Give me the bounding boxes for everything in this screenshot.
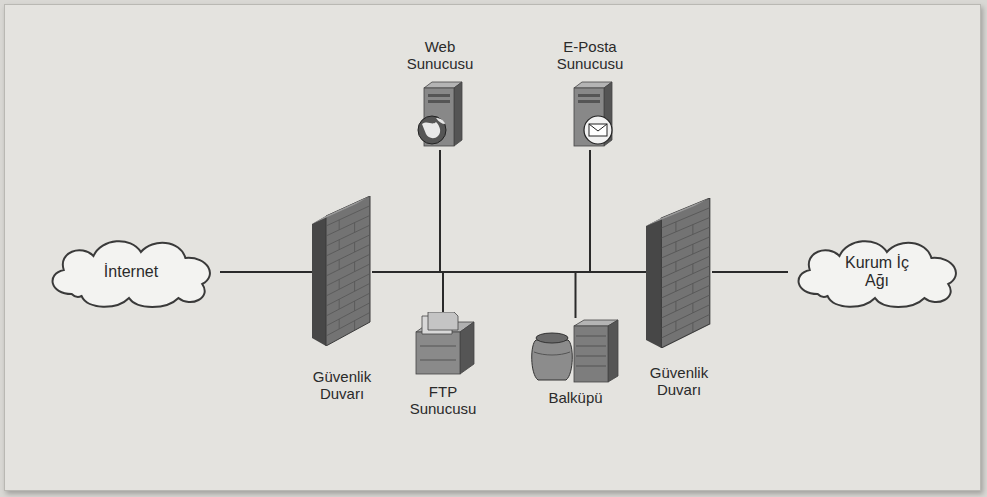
network-label: Kurum İç Ağı bbox=[841, 254, 913, 291]
network-link bbox=[372, 272, 443, 312]
wall-shape bbox=[646, 198, 712, 348]
honeypot-icon: Balküpü bbox=[528, 318, 623, 383]
server-icon: FTP Sunucusu bbox=[408, 312, 478, 377]
honey-shape bbox=[528, 318, 623, 383]
ftp-shape bbox=[408, 312, 478, 377]
node-label: E-Posta Sunucusu bbox=[544, 38, 636, 73]
network-label: İnternet bbox=[95, 263, 167, 281]
node-label: Web Sunucusu bbox=[394, 38, 486, 73]
network-link bbox=[372, 150, 440, 272]
node-label: Güvenlik Duvarı bbox=[633, 364, 725, 399]
cloud-network: İnternet bbox=[42, 232, 220, 312]
web-shape bbox=[414, 80, 466, 150]
network-link bbox=[712, 272, 788, 273]
network-link bbox=[372, 150, 590, 272]
network-link bbox=[220, 272, 312, 273]
server-icon: Web Sunucusu bbox=[414, 80, 466, 150]
wall-shape bbox=[312, 196, 372, 346]
network-link bbox=[372, 272, 646, 273]
mail-shape bbox=[564, 80, 616, 150]
node-label: Güvenlik Duvarı bbox=[296, 368, 388, 403]
firewall: Güvenlik Duvarı bbox=[312, 196, 372, 346]
firewall: Güvenlik Duvarı bbox=[646, 198, 712, 348]
cloud-network: Kurum İç Ağı bbox=[788, 232, 966, 312]
node-label: Balküpü bbox=[530, 389, 622, 406]
node-label: FTP Sunucusu bbox=[397, 383, 489, 418]
network-link bbox=[372, 272, 576, 318]
server-icon: E-Posta Sunucusu bbox=[564, 80, 616, 150]
